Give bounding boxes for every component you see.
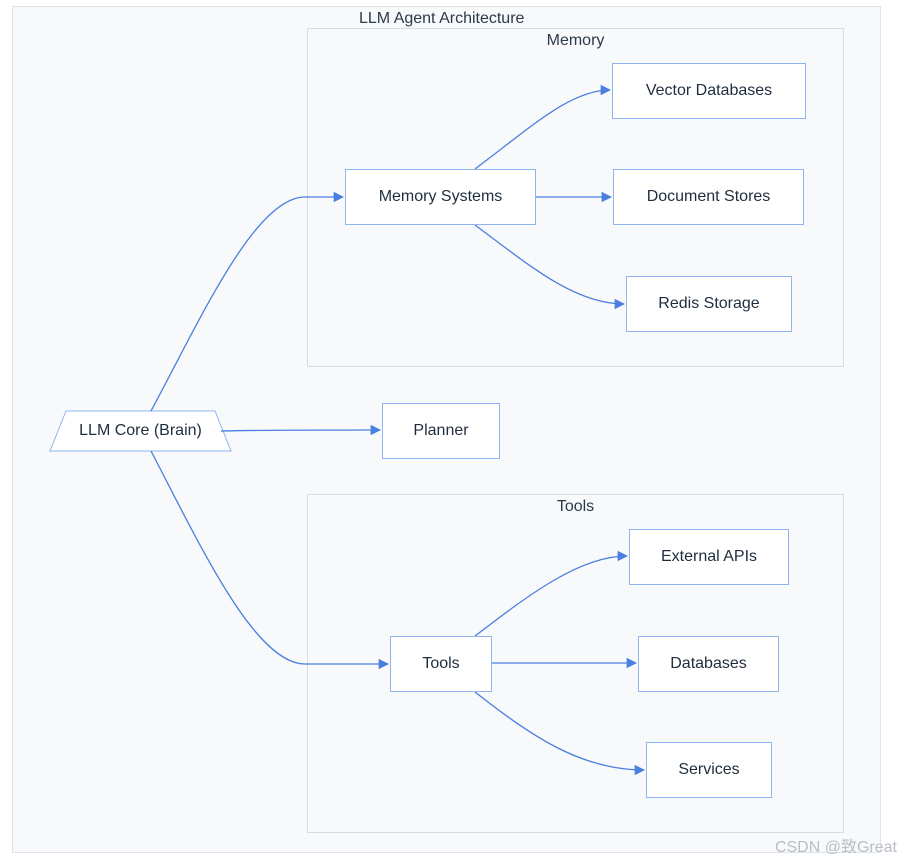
llm-core-shape — [49, 410, 232, 452]
edge-core-to-planner — [220, 424, 382, 436]
diagram-title: LLM Agent Architecture — [359, 10, 525, 27]
tools-node: Tools — [390, 636, 492, 692]
memory-systems-node: Memory Systems — [345, 169, 536, 225]
edge-core-to-tools — [150, 450, 390, 670]
edge-tools-to-services — [474, 691, 646, 776]
planner-node: Planner — [382, 403, 500, 459]
edge-tools-to-external-apis — [474, 550, 629, 637]
edge-memory-to-redis-storage — [474, 224, 626, 310]
llm-core-node: LLM Core (Brain) — [79, 422, 202, 439]
memory-group-label: Memory — [546, 32, 605, 49]
redis-storage-node: Redis Storage — [626, 276, 792, 332]
services-node: Services — [646, 742, 772, 798]
document-stores-node: Document Stores — [613, 169, 804, 225]
edge-core-to-memory-systems — [150, 191, 345, 412]
tools-group-label: Tools — [556, 498, 595, 515]
databases-node: Databases — [638, 636, 779, 692]
watermark: CSDN @致Great — [774, 839, 897, 856]
edge-memory-to-vector-databases — [474, 84, 612, 170]
external-apis-node: External APIs — [629, 529, 789, 585]
vector-databases-node: Vector Databases — [612, 63, 806, 119]
